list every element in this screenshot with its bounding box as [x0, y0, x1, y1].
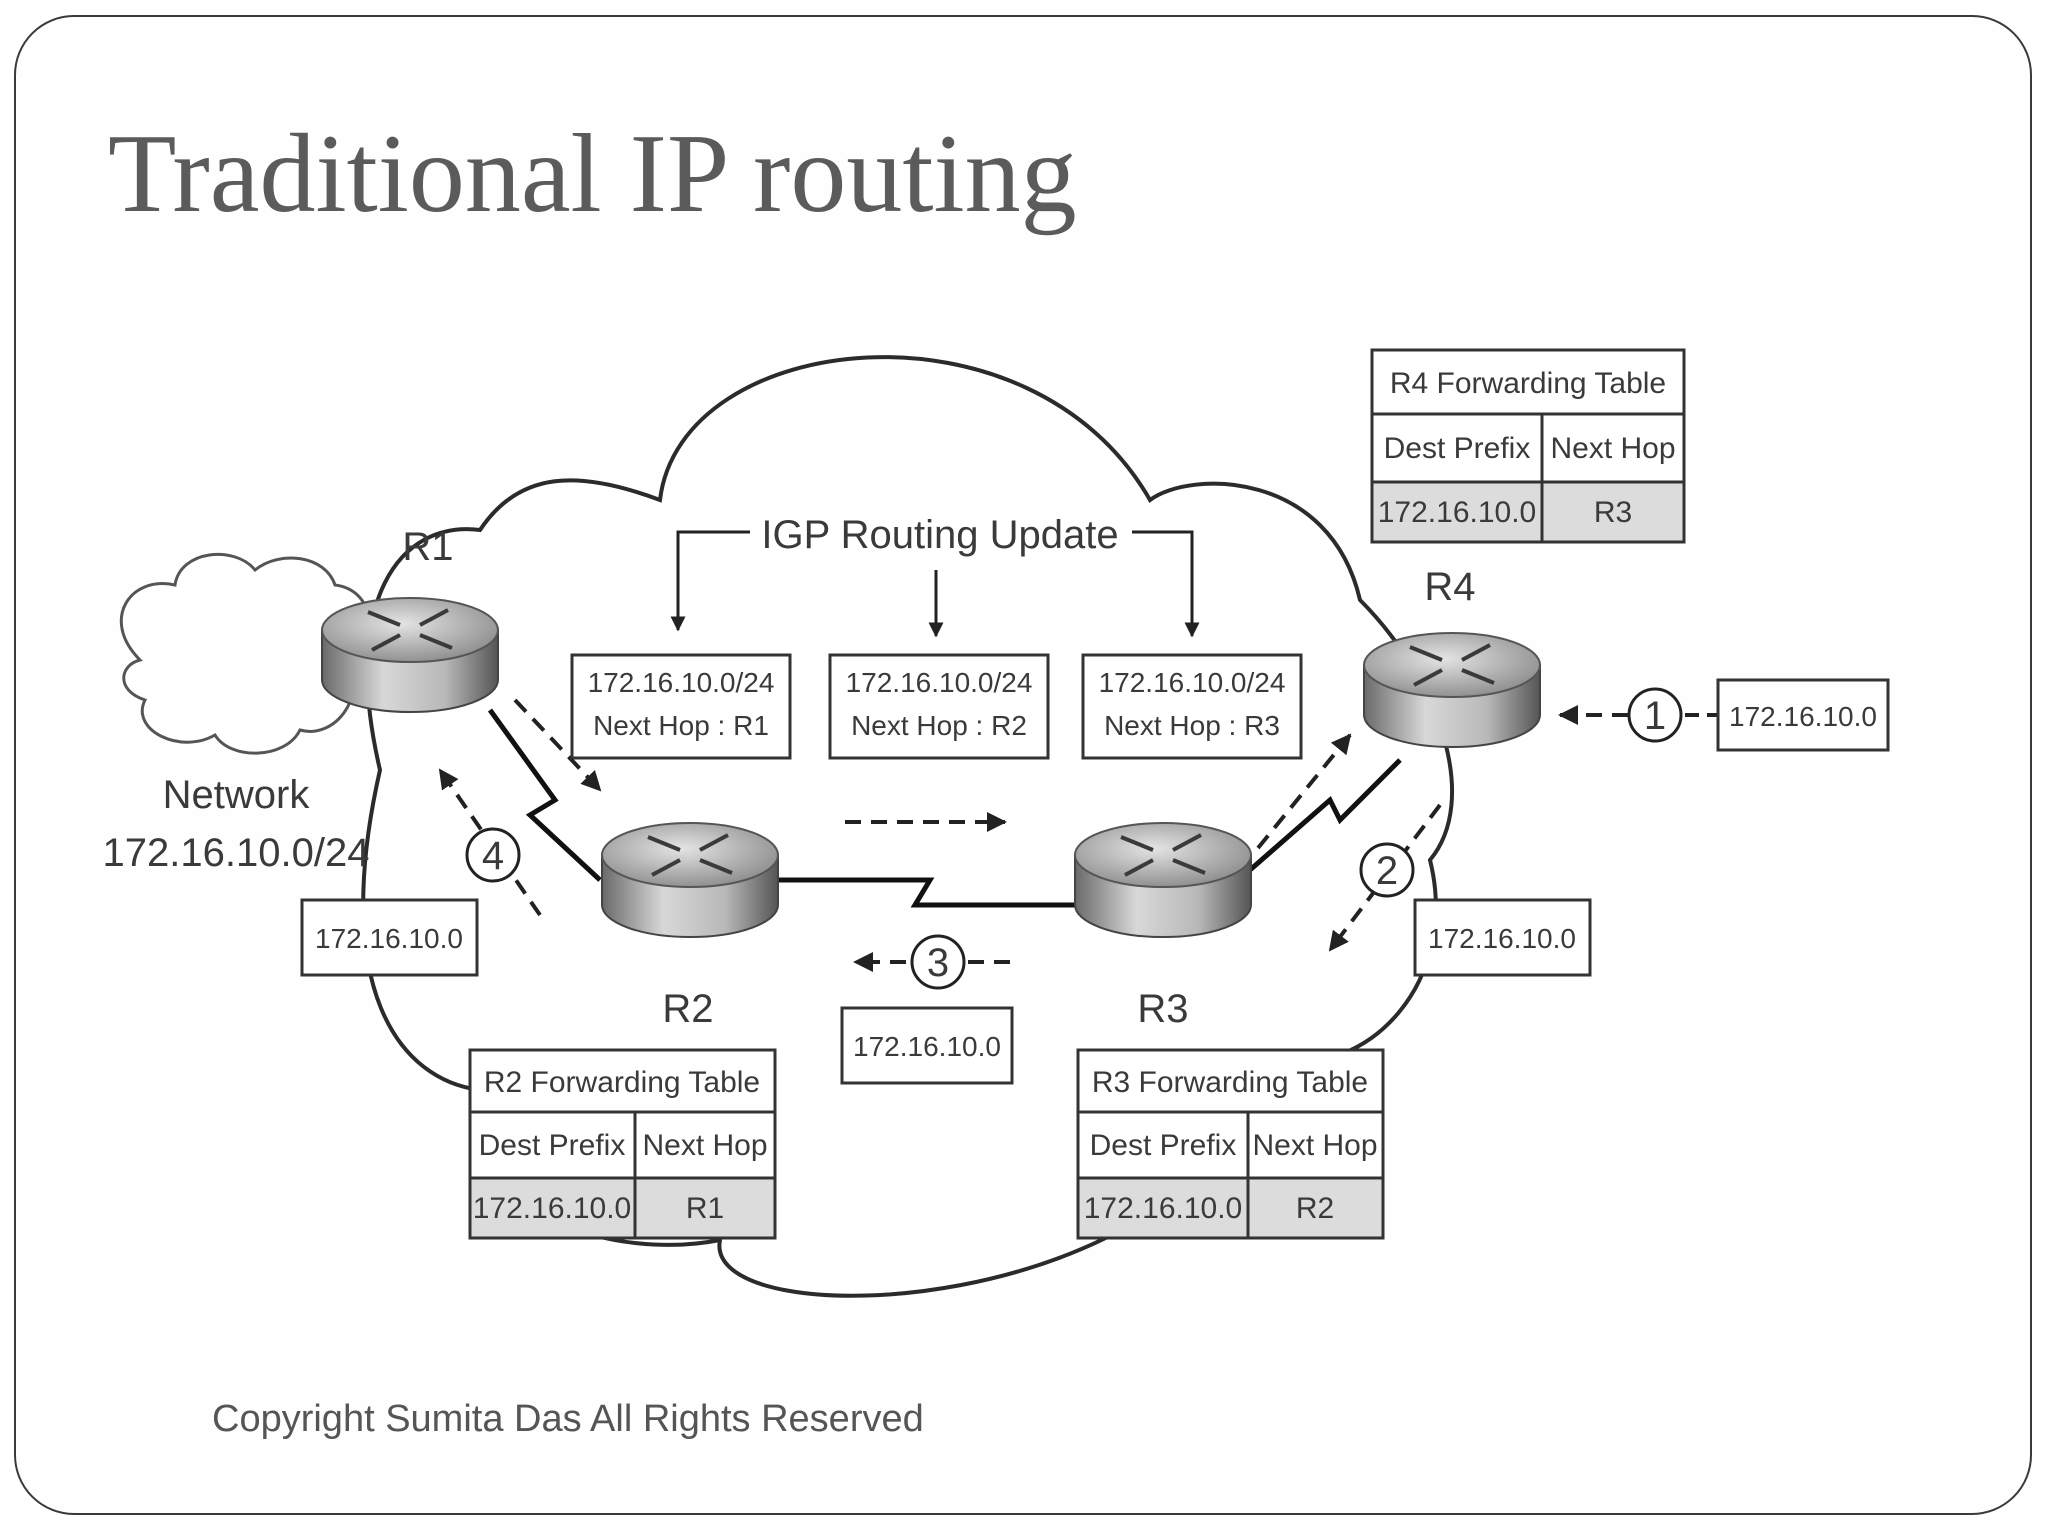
table-r2-col-prefix: Dest Prefix: [479, 1129, 626, 1162]
table-r2-title: R2 Forwarding Table: [484, 1066, 760, 1099]
router-label-r1: R1: [402, 525, 453, 569]
step-number-2: 2: [1376, 849, 1398, 893]
router-label-r2: R2: [662, 987, 713, 1031]
packet-box-1: [1716, 678, 1890, 752]
step-number-4: 4: [482, 834, 504, 878]
slide-title: Traditional IP routing: [108, 112, 1077, 236]
update-hop-r2: Next Hop : R2: [851, 710, 1027, 741]
igp-update-label: IGP Routing Update: [761, 513, 1118, 557]
serial-link-r1-r2: [487, 708, 602, 882]
router-r2: [600, 821, 780, 939]
update-box-r3: [1081, 653, 1303, 760]
table-r3-col-hop: Next Hop: [1252, 1129, 1377, 1162]
router-r1: [320, 596, 500, 714]
update-prefix-r3: 172.16.10.0/24: [1099, 667, 1286, 698]
copyright-footer: Copyright Sumita Das All Rights Reserved: [212, 1398, 924, 1440]
table-r4-prefix: 172.16.10.0: [1378, 496, 1536, 529]
router-label-r4: R4: [1424, 565, 1475, 609]
step-number-3: 3: [927, 941, 949, 985]
packet-box-2: [1413, 898, 1592, 977]
network-label: Network: [163, 773, 311, 817]
update-prefix-r1: 172.16.10.0/24: [588, 667, 775, 698]
table-r4-title: R4 Forwarding Table: [1390, 367, 1666, 400]
serial-link-r3-r4: [1248, 758, 1402, 872]
table-r2-col-hop: Next Hop: [642, 1129, 767, 1162]
network-prefix: 172.16.10.0/24: [103, 831, 370, 875]
igp-bracket-left: [670, 530, 750, 632]
router-label-r3: R3: [1137, 987, 1188, 1031]
packet-text-2: 172.16.10.0: [1428, 923, 1576, 954]
update-arrow-r1-r2: [513, 698, 602, 792]
table-r2-hop: R1: [686, 1192, 724, 1225]
table-r4-hop: R3: [1594, 496, 1632, 529]
step-marker-1: [1627, 687, 1683, 743]
update-box-r2: [828, 653, 1050, 760]
table-r3-title: R3 Forwarding Table: [1092, 1066, 1368, 1099]
table-r4-col-hop: Next Hop: [1550, 432, 1675, 465]
forwarding-table-r4: [1370, 348, 1686, 544]
table-r3-col-prefix: Dest Prefix: [1090, 1129, 1237, 1162]
packet-box-3: [840, 1006, 1014, 1085]
step-number-1: 1: [1644, 694, 1666, 738]
step-marker-3: [910, 934, 966, 990]
update-hop-r1: Next Hop : R1: [593, 710, 769, 741]
forwarding-table-r2: [468, 1048, 777, 1240]
table-r2-prefix: 172.16.10.0: [473, 1192, 631, 1225]
packet-box-4: [300, 898, 479, 977]
table-r3-hop: R2: [1296, 1192, 1334, 1225]
update-box-r1: [570, 653, 792, 760]
packet-text-1: 172.16.10.0: [1729, 701, 1877, 732]
update-prefix-r2: 172.16.10.0/24: [846, 667, 1033, 698]
router-r3: [1073, 821, 1253, 939]
table-r4-col-prefix: Dest Prefix: [1384, 432, 1531, 465]
step-marker-2: [1359, 842, 1415, 898]
packet-text-4: 172.16.10.0: [315, 923, 463, 954]
packet-text-3: 172.16.10.0: [853, 1031, 1001, 1062]
step-marker-4: [465, 827, 521, 883]
igp-bracket-right: [1132, 530, 1200, 638]
table-r3-prefix: 172.16.10.0: [1084, 1192, 1242, 1225]
serial-link-r2-r3: [770, 877, 1080, 908]
forwarding-table-r3: [1076, 1048, 1385, 1240]
update-hop-r3: Next Hop : R3: [1104, 710, 1280, 741]
router-r4: [1362, 631, 1542, 749]
